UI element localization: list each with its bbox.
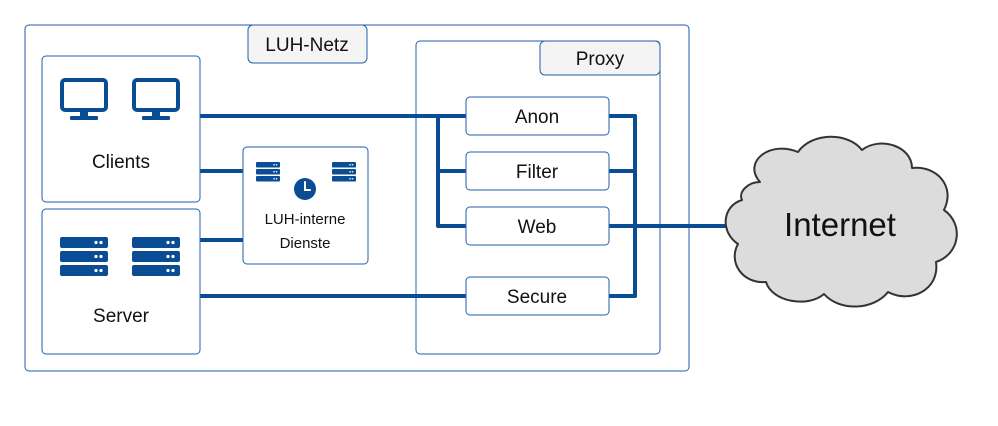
clients-label: Clients xyxy=(92,152,150,173)
server-rack-icon xyxy=(332,162,356,182)
proxy-tab xyxy=(539,40,661,76)
luh-netz-title: LUH-Netz xyxy=(265,35,348,56)
proxy-item-anon: Anon xyxy=(465,96,610,136)
internet-cloud-icon xyxy=(724,135,958,308)
services-label-line1: LUH-interne xyxy=(265,211,346,228)
server-rack-icon xyxy=(60,237,108,276)
server-rack-icon xyxy=(132,237,180,276)
clock-icon xyxy=(294,178,316,200)
proxy-item-web: Web xyxy=(465,206,610,246)
proxy-item-label: Anon xyxy=(515,107,559,128)
clients-box xyxy=(41,55,201,203)
server-box xyxy=(41,208,201,355)
proxy-title: Proxy xyxy=(576,49,625,70)
proxy-item-filter: Filter xyxy=(465,151,610,191)
proxy-item-label: Filter xyxy=(516,162,559,183)
server-label: Server xyxy=(93,306,150,327)
luh-netz-tab xyxy=(247,24,368,64)
connection-lines xyxy=(198,114,744,298)
proxy-item-secure: Secure xyxy=(465,276,610,316)
proxy-item-label: Secure xyxy=(507,287,567,308)
server-rack-icon xyxy=(256,162,280,182)
proxy-boundary xyxy=(415,40,661,355)
services-label-line2: Dienste xyxy=(280,235,331,252)
proxy-item-label: Web xyxy=(518,217,557,238)
internet-label: Internet xyxy=(784,206,896,243)
